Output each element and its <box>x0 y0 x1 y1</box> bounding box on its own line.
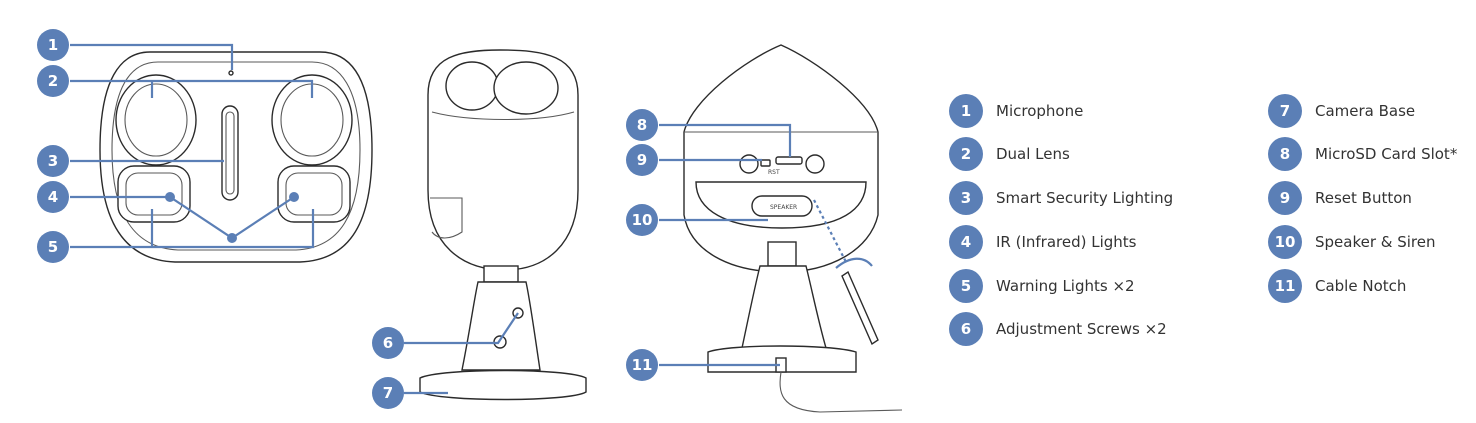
lens-right-outer <box>271 74 353 166</box>
reset-marking: RST <box>768 169 780 176</box>
svg-text:6: 6 <box>383 334 393 352</box>
legend-badge-7: 7 <box>1268 94 1302 128</box>
side-lens-right <box>493 61 559 115</box>
svg-text:9: 9 <box>1280 189 1290 207</box>
side-lens-left <box>445 61 499 111</box>
microphone-hole <box>228 70 234 76</box>
svg-text:1: 1 <box>961 102 971 120</box>
legend-badge-10: 10 <box>1268 225 1302 259</box>
legend-label-5: Warning Lights ×2 <box>996 277 1135 295</box>
legend-label-2: Dual Lens <box>996 145 1070 163</box>
back-view: RST SPEAKER <box>683 44 903 413</box>
leader-4 <box>70 195 295 240</box>
svg-text:4: 4 <box>961 233 971 251</box>
power-cable <box>779 371 903 413</box>
legend-badge-6: 6 <box>949 312 983 346</box>
speaker-grille <box>751 195 813 217</box>
svg-text:7: 7 <box>383 384 393 402</box>
pointer-dot-ir-right <box>289 192 299 202</box>
pointer-dot-ir-left <box>165 192 175 202</box>
legend-label-6: Adjustment Screws ×2 <box>996 320 1167 338</box>
side-top-cap <box>431 111 575 121</box>
callout-badges: 1 2 3 4 5 6 7 8 9 10 11 <box>37 29 658 409</box>
side-mount-arm <box>461 281 541 371</box>
callout-9: 9 <box>626 144 658 176</box>
security-light-bar-inner <box>225 111 235 195</box>
legend-badge-3: 3 <box>949 181 983 215</box>
pointer-dot-warning <box>227 233 237 243</box>
legend-label-3: Smart Security Lighting <box>996 189 1173 207</box>
callout-5: 5 <box>37 231 69 263</box>
speaker-marking: SPEAKER <box>770 204 797 211</box>
legend-badge-5: 5 <box>949 269 983 303</box>
callout-6: 6 <box>372 327 404 359</box>
lens-left-outer <box>115 74 197 166</box>
svg-text:2: 2 <box>48 72 58 90</box>
side-view <box>419 49 587 401</box>
svg-text:11: 11 <box>1275 277 1296 295</box>
front-housing-inner-edge <box>111 61 361 251</box>
legend-label-9: Reset Button <box>1315 189 1412 207</box>
back-port-right <box>805 154 825 174</box>
legend-label-1: Microphone <box>996 102 1083 120</box>
svg-text:4: 4 <box>48 188 58 206</box>
ir-light-left-inner <box>125 172 183 216</box>
callout-2: 2 <box>37 65 69 97</box>
svg-text:8: 8 <box>1280 145 1290 163</box>
legend-badge-2: 2 <box>949 137 983 171</box>
svg-text:8: 8 <box>637 116 647 134</box>
side-panel <box>430 197 463 239</box>
callout-4: 4 <box>37 181 69 213</box>
legend-badge-4: 4 <box>949 225 983 259</box>
callout-7: 7 <box>372 377 404 409</box>
svg-text:9: 9 <box>637 151 647 169</box>
callout-1: 1 <box>37 29 69 61</box>
svg-text:7: 7 <box>1280 102 1290 120</box>
screwdriver <box>841 270 879 346</box>
microsd-card-slot <box>775 156 803 165</box>
callout-3: 3 <box>37 145 69 177</box>
svg-text:5: 5 <box>961 277 971 295</box>
legend-label-11: Cable Notch <box>1315 277 1406 295</box>
legend-label-7: Camera Base <box>1315 102 1415 120</box>
lens-left-inner <box>124 83 188 157</box>
svg-text:3: 3 <box>48 152 58 170</box>
svg-text:6: 6 <box>961 320 971 338</box>
svg-text:2: 2 <box>961 145 971 163</box>
svg-text:3: 3 <box>961 189 971 207</box>
svg-text:10: 10 <box>632 211 653 229</box>
legend-label-8: MicroSD Card Slot* <box>1315 145 1458 163</box>
rotate-arrow <box>835 257 873 269</box>
legend-label-4: IR (Infrared) Lights <box>996 233 1137 251</box>
callout-11: 11 <box>626 349 658 381</box>
front-view <box>99 51 373 263</box>
legend-label-10: Speaker & Siren <box>1315 233 1436 251</box>
legend-badge-9: 9 <box>1268 181 1302 215</box>
ir-light-left <box>117 165 191 223</box>
legend-badge-8: 8 <box>1268 137 1302 171</box>
leader-8 <box>659 123 792 157</box>
back-port-left <box>739 154 759 174</box>
back-mount-arm <box>741 265 827 349</box>
leader-lines <box>70 43 792 395</box>
legend-badge-1: 1 <box>949 94 983 128</box>
reset-button <box>760 159 771 167</box>
svg-text:11: 11 <box>632 356 653 374</box>
leader-1 <box>70 43 234 70</box>
legend-badge-11: 11 <box>1268 269 1302 303</box>
leader-6 <box>404 312 519 345</box>
callout-8: 8 <box>626 109 658 141</box>
side-base <box>419 369 587 401</box>
security-light-bar <box>221 105 239 201</box>
svg-text:10: 10 <box>1275 233 1296 251</box>
legend: 1 Microphone 2 Dual Lens 3 Smart Securit… <box>949 94 1458 346</box>
svg-text:1: 1 <box>48 36 58 54</box>
back-neck <box>767 241 797 267</box>
side-neck <box>483 265 519 283</box>
leader-2 <box>70 79 314 98</box>
svg-text:5: 5 <box>48 238 58 256</box>
callout-10: 10 <box>626 204 658 236</box>
